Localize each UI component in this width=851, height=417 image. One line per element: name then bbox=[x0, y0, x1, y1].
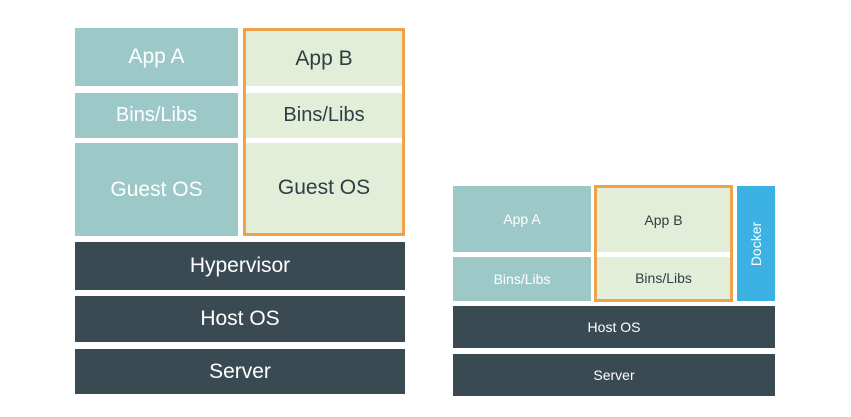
ct-app-b-block: App B bbox=[597, 188, 730, 252]
ct-server-block: Server bbox=[453, 354, 775, 396]
ct-bins-libs-b-block: Bins/Libs bbox=[597, 257, 730, 299]
vm-server-label: Server bbox=[209, 359, 271, 383]
ct-app-b-highlight bbox=[594, 185, 733, 302]
ct-server-label: Server bbox=[593, 367, 635, 383]
vm-bins-libs-b-block: Bins/Libs bbox=[246, 93, 402, 138]
vm-app-a-block: App A bbox=[75, 28, 238, 86]
vm-host-os-label: Host OS bbox=[200, 307, 280, 330]
ct-host-os-label: Host OS bbox=[587, 319, 641, 335]
vm-app-b-block: App B bbox=[246, 31, 402, 86]
ct-host-os-block: Host OS bbox=[453, 306, 775, 348]
vm-app-b-highlight bbox=[243, 28, 405, 236]
ct-bins-libs-a-label: Bins/Libs bbox=[493, 271, 551, 287]
vm-bins-libs-a-block: Bins/Libs bbox=[75, 93, 238, 138]
vm-app-b-label: App B bbox=[295, 46, 353, 70]
vm-hypervisor-block: Hypervisor bbox=[75, 242, 405, 290]
ct-docker-block: Docker bbox=[737, 186, 775, 301]
ct-bins-libs-a-block: Bins/Libs bbox=[453, 257, 591, 301]
vm-bins-libs-a-label: Bins/Libs bbox=[115, 104, 198, 126]
vm-app-a-label: App A bbox=[128, 45, 185, 68]
vm-hypervisor-label: Hypervisor bbox=[189, 254, 291, 277]
vm-server-block: Server bbox=[75, 349, 405, 394]
ct-app-b-label: App B bbox=[644, 212, 683, 228]
vm-bins-libs-b-label: Bins/Libs bbox=[283, 104, 365, 126]
vm-guest-os-b-block: Guest OS bbox=[246, 143, 402, 233]
vm-guest-os-a-label: Guest OS bbox=[110, 177, 203, 201]
vm-guest-os-b-label: Guest OS bbox=[277, 176, 371, 199]
ct-docker-label: Docker bbox=[748, 221, 765, 266]
ct-app-a-label: App A bbox=[503, 211, 541, 227]
ct-bins-libs-b-label: Bins/Libs bbox=[635, 270, 692, 286]
ct-app-a-block: App A bbox=[453, 186, 591, 252]
vm-guest-os-a-block: Guest OS bbox=[75, 143, 238, 236]
vm-host-os-block: Host OS bbox=[75, 296, 405, 342]
